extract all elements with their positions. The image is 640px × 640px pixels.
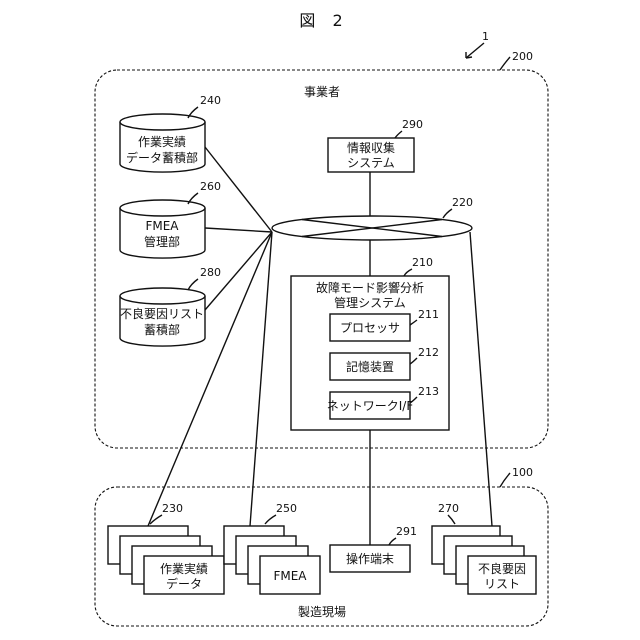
link-doc-270 — [470, 232, 492, 526]
doc-230-line1: 作業実績 — [160, 561, 208, 576]
doc-230-line2: データ — [166, 576, 202, 591]
db-240-ref: 240 — [200, 94, 221, 107]
db-240-line2: データ蓄積部 — [126, 150, 198, 165]
module-213-ref: 213 — [418, 385, 439, 398]
doc-230-ref: 230 — [162, 502, 183, 515]
terminal-ref: 291 — [396, 525, 417, 538]
network-ref: 220 — [452, 196, 473, 209]
fmea-system-line1: 故障モード影響分析 — [316, 280, 424, 295]
doc-stack-250: FMEA 250 — [224, 502, 320, 594]
operator-label: 事業者 — [304, 85, 340, 99]
database-260: FMEA 管理部 260 — [120, 180, 221, 258]
doc-270-line1: 不良要因 — [478, 561, 526, 576]
system-ref-label: 1 — [482, 30, 489, 43]
info-system-line1: 情報収集 — [347, 140, 395, 155]
db-280-line1: 不良要因リスト — [120, 306, 204, 321]
db-280-ref: 280 — [200, 266, 221, 279]
network-hub: 220 — [272, 196, 473, 240]
module-211-label: プロセッサ — [340, 321, 400, 335]
fmea-system-ref: 210 — [412, 256, 433, 269]
system-ref-leader — [466, 43, 484, 58]
doc-stack-230: 作業実績 データ 230 — [108, 502, 224, 594]
db-260-line2: 管理部 — [144, 234, 180, 249]
site-ref: 100 — [512, 466, 533, 479]
doc-stack-270: 不良要因 リスト 270 — [432, 502, 536, 594]
database-280: 不良要因リスト 蓄積部 280 — [120, 266, 221, 346]
info-system-ref: 290 — [402, 118, 423, 131]
doc-250-ref: 250 — [276, 502, 297, 515]
db-240-line1: 作業実績 — [138, 134, 186, 149]
module-211-ref: 211 — [418, 308, 439, 321]
fmea-system-line2: 管理システム — [334, 295, 406, 310]
doc-250-line1: FMEA — [273, 569, 307, 583]
module-212-label: 記憶装置 — [346, 359, 394, 374]
figure-title: 図 2 — [299, 11, 348, 30]
operation-terminal: 操作端末 291 — [330, 525, 417, 572]
doc-270-ref: 270 — [438, 502, 459, 515]
site-ref-leader — [500, 473, 510, 487]
db-260-line1: FMEA — [145, 219, 179, 233]
module-213-label: ネットワークI/F — [327, 399, 414, 413]
link-db-260 — [205, 228, 272, 232]
db-260-ref: 260 — [200, 180, 221, 193]
database-240: 作業実績 データ蓄積部 240 — [120, 94, 221, 172]
info-system-box: 情報収集 システム 290 — [328, 118, 423, 172]
site-label: 製造現場 — [298, 605, 346, 619]
doc-270-line2: リスト — [484, 577, 520, 591]
operator-ref-leader — [500, 57, 510, 70]
fmea-system-box: 故障モード影響分析 管理システム 210 プロセッサ 211 記憶装置 212 … — [291, 256, 449, 430]
db-280-line2: 蓄積部 — [144, 322, 180, 337]
info-system-line2: システム — [347, 156, 395, 170]
terminal-label: 操作端末 — [346, 551, 394, 566]
module-212-ref: 212 — [418, 346, 439, 359]
operator-ref: 200 — [512, 50, 533, 63]
